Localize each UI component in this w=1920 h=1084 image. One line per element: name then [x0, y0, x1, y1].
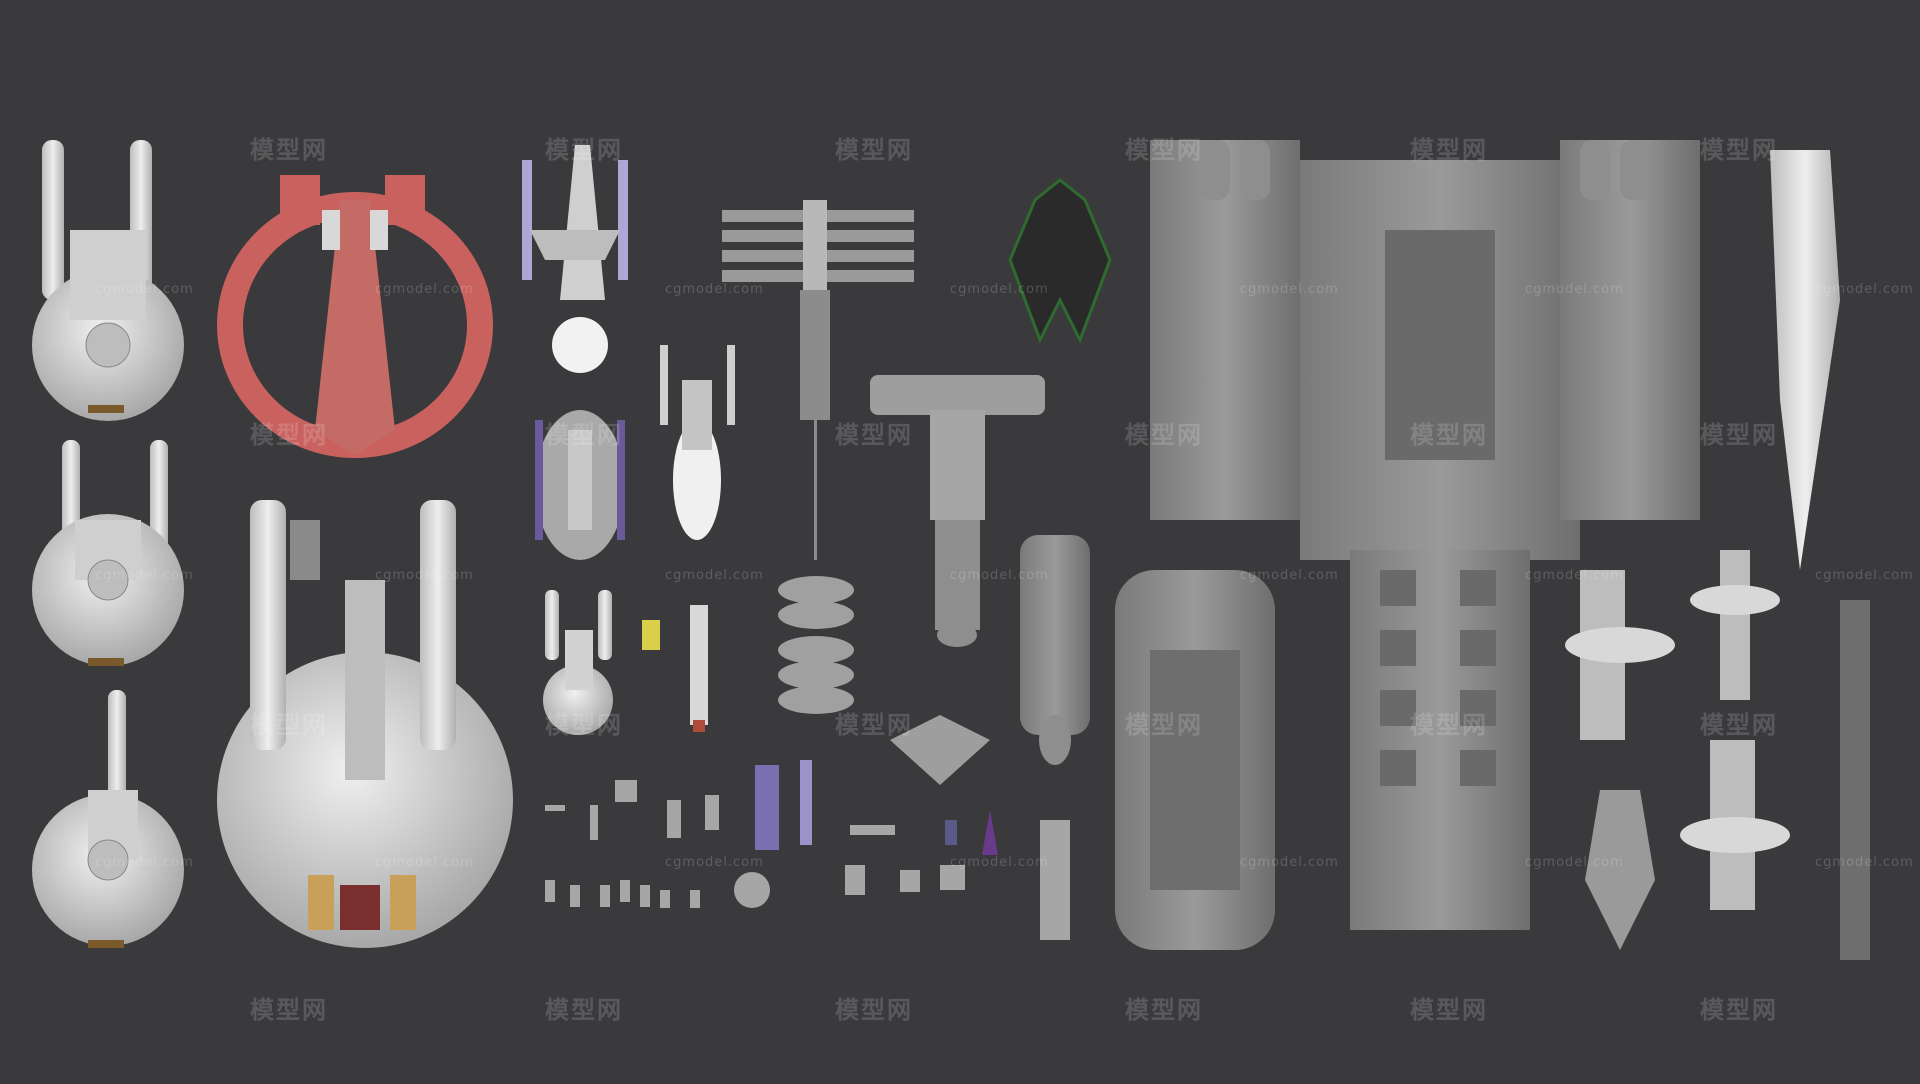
purple-stripe-cruiser	[535, 410, 625, 560]
watermark-brand: 模型网	[835, 421, 913, 449]
watermark-brand: 模型网	[1700, 711, 1778, 739]
watermark-domain: cgmodel.com	[375, 282, 474, 297]
watermark-domain: cgmodel.com	[375, 855, 474, 870]
saucer-ship-bottom	[32, 690, 184, 948]
watermark-domain: cgmodel.com	[95, 568, 194, 583]
ring-ship-lower-right	[1680, 740, 1790, 910]
watermark-brand: 模型网	[545, 136, 623, 164]
watermark-domain: cgmodel.com	[1815, 282, 1914, 297]
watermark-brand: 模型网	[1410, 711, 1488, 739]
ring-ship-upper-left	[1565, 570, 1675, 740]
watermark-domain: cgmodel.com	[1240, 568, 1339, 583]
green-alien-ship	[1008, 178, 1112, 344]
small-fleet-cluster	[545, 760, 1070, 940]
heavy-carrier-wing-right	[1560, 140, 1700, 520]
watermark-brand: 模型网	[1125, 421, 1203, 449]
watermark-brand: 模型网	[1125, 711, 1203, 739]
watermark-brand: 模型网	[250, 136, 328, 164]
ring-ship-upper-right	[1690, 550, 1780, 700]
watermark-domain: cgmodel.com	[665, 282, 764, 297]
watermark-domain: cgmodel.com	[1815, 855, 1914, 870]
watermark-domain: cgmodel.com	[950, 568, 1049, 583]
watermark-domain: cgmodel.com	[375, 568, 474, 583]
watermark-brand: 模型网	[835, 711, 913, 739]
watermark-brand: 模型网	[1410, 996, 1488, 1024]
large-light-cruiser	[217, 500, 513, 948]
white-needle-ship	[660, 345, 735, 540]
red-ring-station	[217, 175, 493, 458]
saucer-ship-middle	[32, 440, 184, 666]
grey-gunship	[1115, 570, 1275, 950]
watermark-domain: cgmodel.com	[95, 282, 194, 297]
claw-fighter	[1585, 790, 1655, 950]
watermark-brand: 模型网	[545, 711, 623, 739]
small-white-cruiser	[543, 590, 613, 735]
heavy-carrier-wing-left	[1150, 140, 1300, 520]
watermark-brand: 模型网	[1700, 136, 1778, 164]
watermark-domain: cgmodel.com	[950, 855, 1049, 870]
spindle-station	[722, 200, 914, 714]
watermark-brand: 模型网	[1125, 136, 1203, 164]
watermark-brand: 模型网	[835, 996, 913, 1024]
watermark-domain: cgmodel.com	[1525, 282, 1624, 297]
watermark-domain: cgmodel.com	[1815, 568, 1914, 583]
narrow-red-tipped-ship	[690, 605, 708, 732]
saucer-ship-top	[32, 140, 184, 421]
white-lance-ship	[1770, 150, 1840, 570]
delta-fighter	[890, 715, 990, 785]
watermark-brand: 模型网	[1410, 136, 1488, 164]
watermark-domain: cgmodel.com	[950, 282, 1049, 297]
watermark-domain: cgmodel.com	[665, 855, 764, 870]
watermark-domain: cgmodel.com	[1525, 855, 1624, 870]
long-dark-frigate	[1840, 600, 1870, 960]
watermark-brand: 模型网	[545, 996, 623, 1024]
watermark-brand: 模型网	[1125, 996, 1203, 1024]
heavy-carrier-core	[1300, 160, 1580, 930]
watermark-brand: 模型网	[250, 421, 328, 449]
watermark-domain: cgmodel.com	[1240, 282, 1339, 297]
watermark-brand: 模型网	[835, 136, 913, 164]
watermark-domain: cgmodel.com	[95, 855, 194, 870]
watermark-domain: cgmodel.com	[1240, 855, 1339, 870]
watermark-brand: 模型网	[1700, 421, 1778, 449]
watermark-brand: 模型网	[250, 711, 328, 739]
watermark-brand: 模型网	[250, 996, 328, 1024]
watermark-domain: cgmodel.com	[665, 568, 764, 583]
watermark-brand: 模型网	[545, 421, 623, 449]
segmented-grey-ship	[1020, 535, 1090, 765]
yellow-shuttle	[642, 620, 660, 650]
watermark-brand: 模型网	[1700, 996, 1778, 1024]
watermark-brand: 模型网	[1410, 421, 1488, 449]
sphere-nacelle-ship	[522, 145, 628, 373]
hammerhead-grey-ship	[870, 375, 1045, 647]
watermark-domain: cgmodel.com	[1525, 568, 1624, 583]
